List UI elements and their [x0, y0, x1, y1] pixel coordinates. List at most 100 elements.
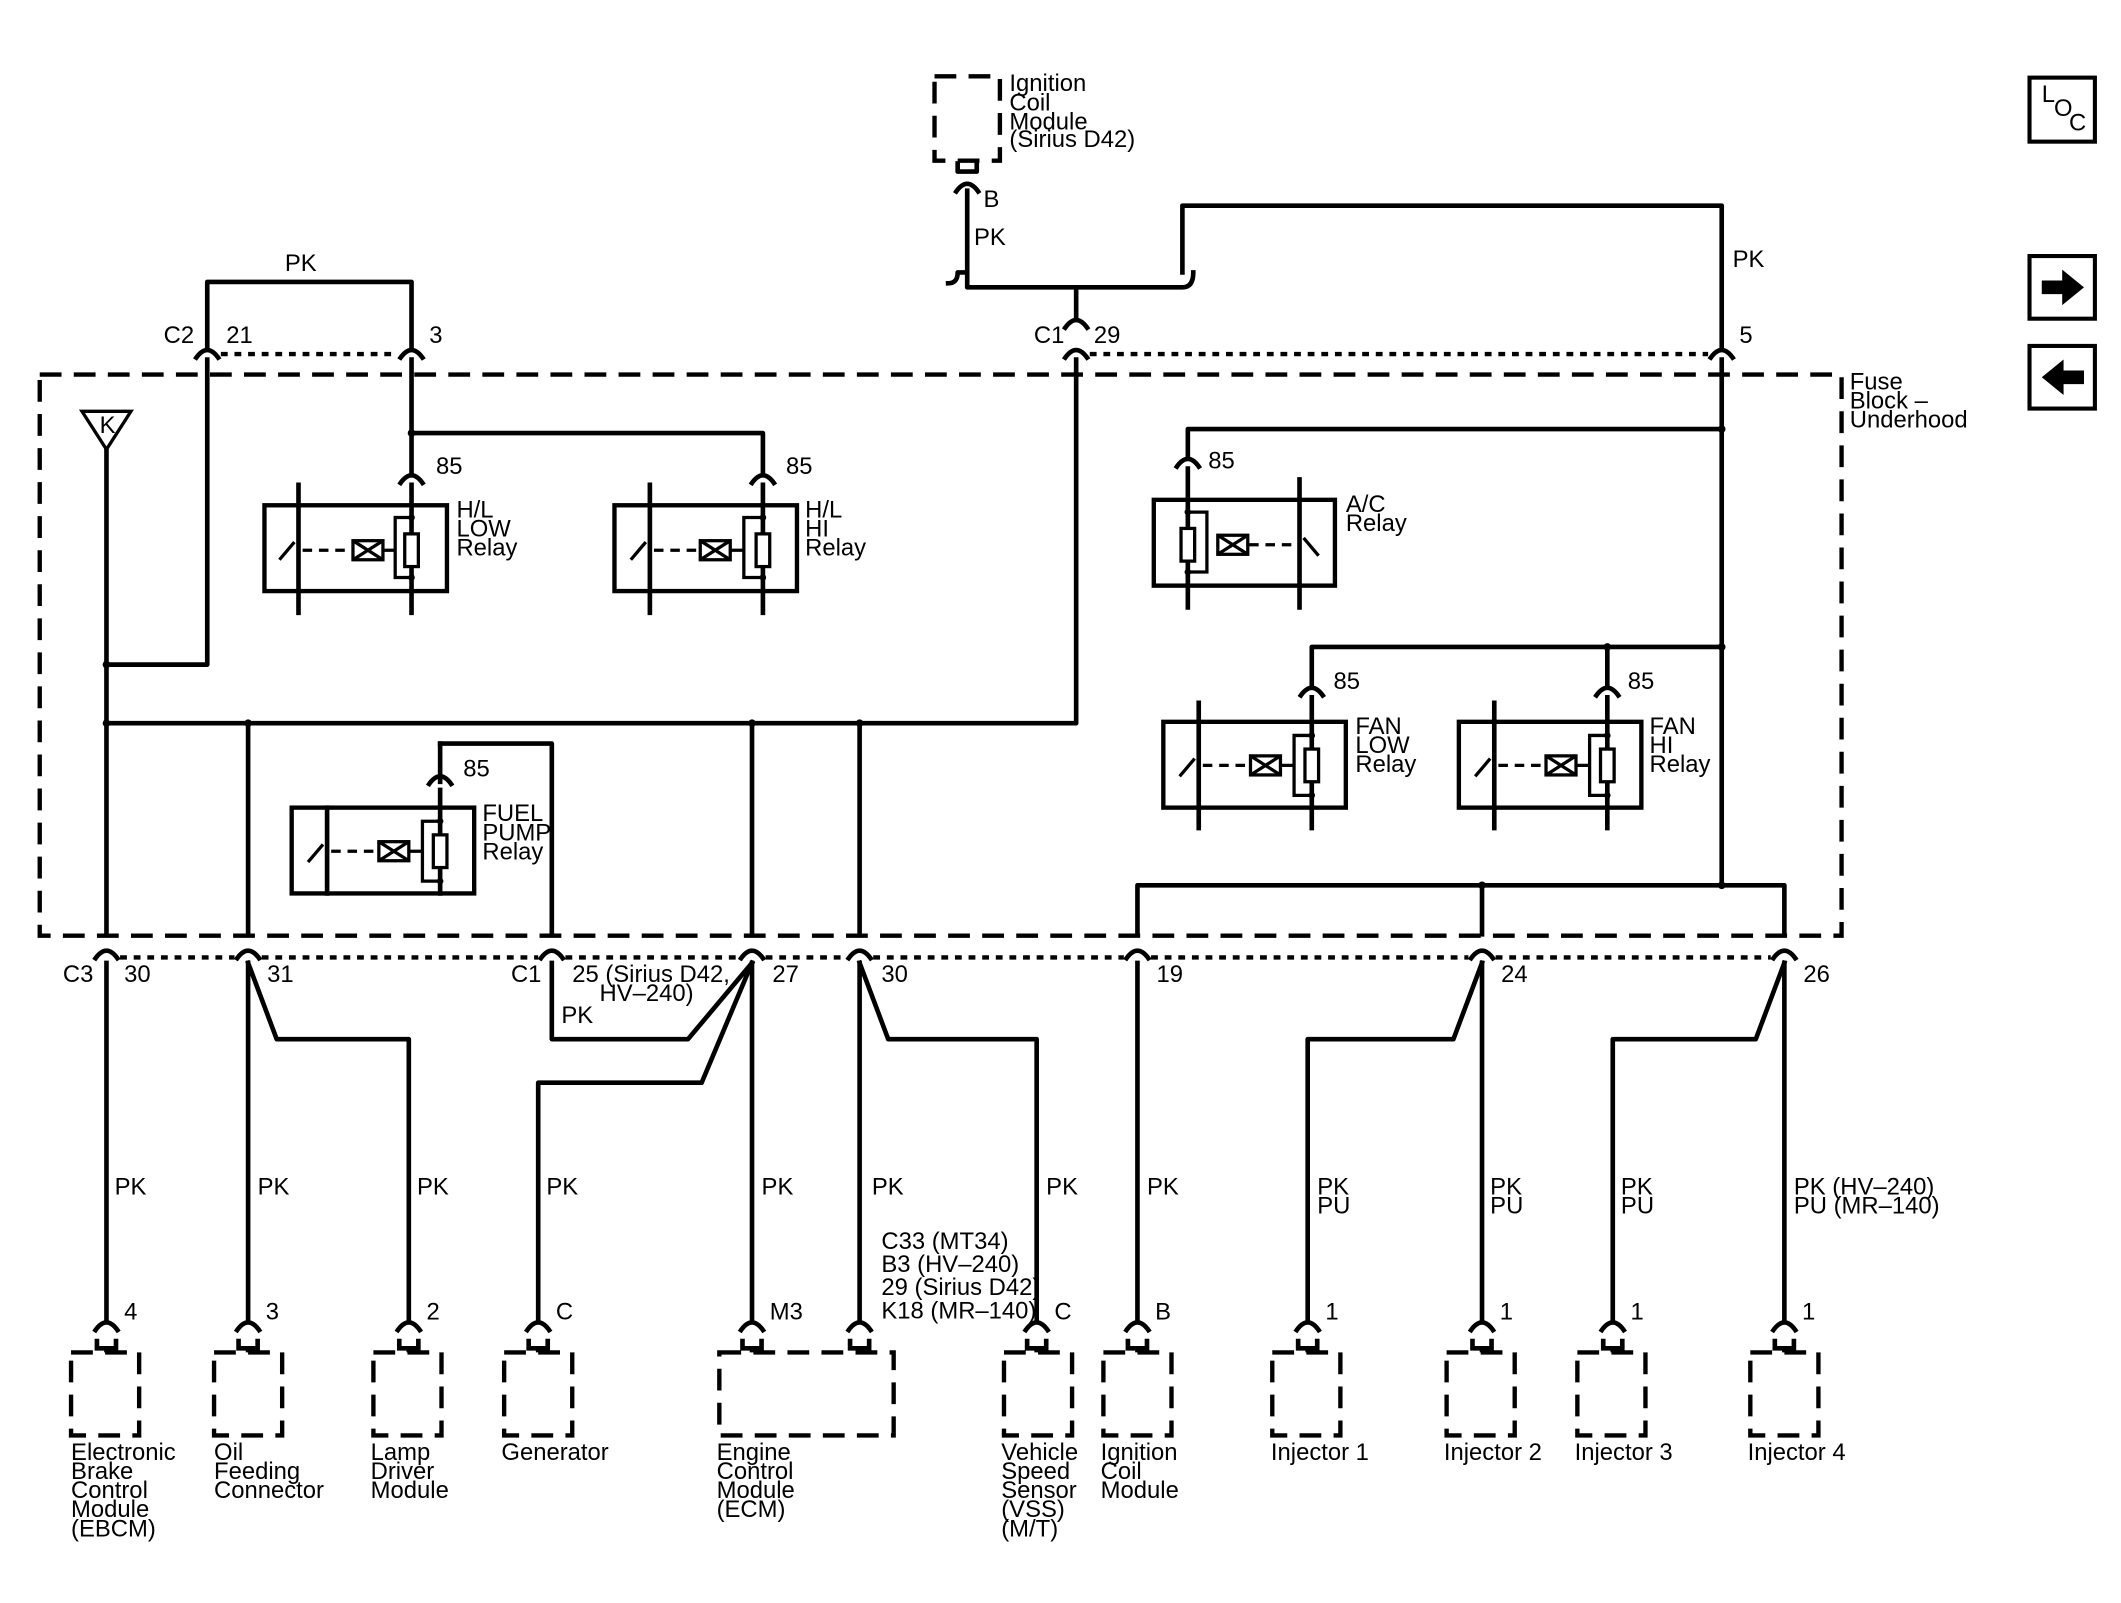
svg-text:PK: PK	[285, 250, 317, 277]
component-pin: C	[1054, 1299, 1071, 1326]
svg-text:FAN HI Relay: FAN HI Relay	[1650, 713, 1711, 778]
wire-color-label: PU	[1490, 1192, 1523, 1219]
loc-icon: L	[2042, 81, 2055, 108]
component-3: PK C Generator	[501, 1173, 608, 1466]
ignition-coil-module-top: Ignition Coil Module (Sirius D42) B PK	[932, 70, 1135, 251]
wire-color-label: PK	[1147, 1173, 1179, 1200]
wire-color-label: PK	[1317, 1173, 1349, 1200]
svg-text:FAN LOW Relay: FAN LOW Relay	[1355, 713, 1416, 778]
svg-text:85: 85	[1628, 668, 1655, 695]
arrow-left-icon	[2041, 359, 2084, 395]
component-pin: M3	[770, 1299, 803, 1326]
connector-c2-21: C2 21	[164, 322, 253, 359]
connector-pin-5: 5	[1709, 322, 1753, 359]
component-label: Injector 3	[1575, 1439, 1673, 1466]
wire-color-label: PK	[115, 1173, 147, 1200]
svg-text:H/L LOW Relay: H/L LOW Relay	[456, 497, 517, 562]
svg-text:HV–240): HV–240)	[599, 980, 693, 1007]
bottom-connector-row: C3 30 31 C1 25 (Sirius D42, HV–240) PK 2…	[63, 951, 1830, 1029]
wire-color-label: PU (MR–140)	[1794, 1192, 1940, 1219]
wire-color-label: PK	[872, 1173, 904, 1200]
svg-text:FUEL PUMP Relay: FUEL PUMP Relay	[482, 800, 557, 865]
svg-text:27: 27	[772, 961, 799, 988]
svg-text:19: 19	[1157, 961, 1184, 988]
wire-color-label: PU	[1621, 1192, 1654, 1219]
component-pin: 2	[427, 1299, 440, 1326]
component-label: Injector 2	[1444, 1439, 1542, 1466]
svg-text:85: 85	[436, 453, 463, 480]
svg-text:C1: C1	[511, 961, 541, 988]
fuse-block-boundary	[37, 372, 1844, 938]
svg-text:A/C Relay: A/C Relay	[1346, 491, 1407, 537]
wire-color-label: PK	[1490, 1173, 1522, 1200]
component-label: Generator	[501, 1439, 608, 1466]
location-button[interactable]: L O C	[2027, 75, 2097, 144]
svg-text:5: 5	[1739, 322, 1752, 349]
svg-text:C1: C1	[1034, 322, 1064, 349]
relay-hl-low: 85 H/L LOW Relay	[262, 453, 517, 616]
component-pin: 4	[124, 1299, 137, 1326]
fuse-block-label: Fuse Block – Underhood	[1850, 369, 1968, 434]
loc-icon-o: O	[2054, 95, 2073, 122]
component-pin: 1	[1500, 1299, 1513, 1326]
relay-ac: 85 A/C Relay	[1151, 448, 1407, 610]
svg-text:24: 24	[1501, 961, 1528, 988]
previous-button[interactable]	[2027, 343, 2097, 411]
wire-color-label: PK	[258, 1173, 290, 1200]
loc-icon-c: C	[2069, 110, 2086, 137]
component-pin: 1	[1325, 1299, 1338, 1326]
relay-hl-hi: 85 H/L HI Relay	[612, 453, 866, 616]
svg-text:30: 30	[881, 961, 908, 988]
connector-c1-29: C1 29	[1034, 320, 1120, 359]
wire-color-label: PK	[1046, 1173, 1078, 1200]
component-pin: C	[556, 1299, 573, 1326]
svg-text:Ignition Coil Modu: Ignition Coil Module (Sirius D42)	[1009, 70, 1135, 153]
svg-text:C2: C2	[164, 322, 194, 349]
wire-color-label: PK	[762, 1173, 794, 1200]
svg-text:29: 29	[1094, 322, 1121, 349]
svg-text:25 (Sirius D42,: 25 (Sirius D42,	[572, 961, 730, 988]
wire-color-label: PK	[546, 1173, 578, 1200]
svg-text:31: 31	[267, 961, 294, 988]
svg-text:K: K	[100, 412, 116, 439]
svg-text:85: 85	[1208, 448, 1235, 475]
svg-text:3: 3	[429, 322, 442, 349]
svg-text:C3: C3	[63, 961, 93, 988]
component-pin: 1	[1802, 1299, 1815, 1326]
relay-fan-low: 85 FAN LOW Relay	[1161, 668, 1416, 831]
next-button[interactable]	[2027, 254, 2097, 321]
wire-color-label: PK (HV–240)	[1794, 1173, 1934, 1200]
ignition-feed-wire	[945, 270, 1196, 290]
svg-text:PK: PK	[974, 224, 1006, 251]
svg-text:85: 85	[463, 755, 490, 782]
svg-text:26: 26	[1803, 961, 1830, 988]
connector-pin-3: 3	[399, 322, 443, 359]
svg-text:PK: PK	[1733, 246, 1765, 273]
relay-fuel-pump: 85 FUEL PUMP Relay	[289, 741, 557, 896]
ground-symbol-k: K	[78, 409, 134, 453]
component-label: Injector 1	[1271, 1439, 1369, 1466]
svg-text:H/L HI Relay: H/L HI Relay	[805, 497, 866, 562]
relay-fan-hi: 85 FAN HI Relay	[1456, 668, 1711, 831]
svg-text:21: 21	[226, 322, 253, 349]
svg-text:PK: PK	[561, 1002, 593, 1029]
svg-text:85: 85	[1334, 668, 1361, 695]
wire-color-label: PK	[417, 1173, 449, 1200]
